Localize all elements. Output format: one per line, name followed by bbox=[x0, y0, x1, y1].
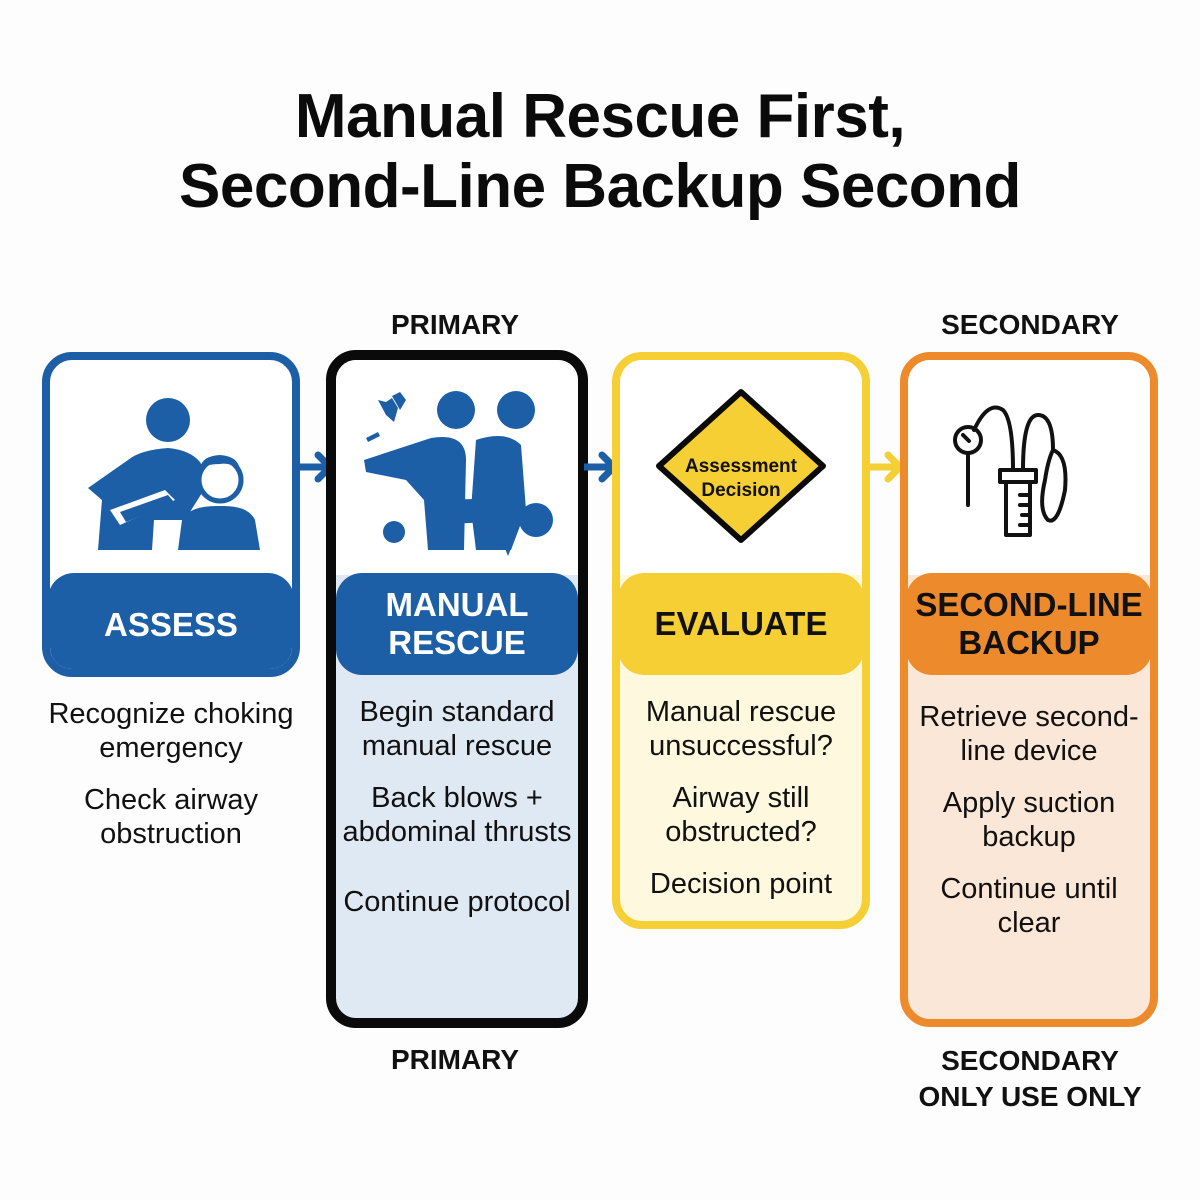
title-line-1: Manual Rescue First, bbox=[294, 82, 906, 151]
secondary-bottom-label: SECONDARY ONLY USE ONLY bbox=[918, 1045, 1142, 1112]
diagram-title: Manual Rescue First, Second-Line Backup … bbox=[0, 82, 1200, 222]
step-description-assess: Recognize choking emergency Check airway… bbox=[42, 697, 300, 869]
step-title-manual-rescue: MANUAL RESCUE bbox=[336, 573, 578, 675]
title-line-2: Second-Line Backup Second bbox=[179, 152, 1021, 221]
diamond-text-line-2: Decision bbox=[701, 480, 781, 501]
diamond-text-line-1: Assessment bbox=[685, 456, 797, 477]
primary-bottom-label: PRIMARY bbox=[390, 1044, 520, 1075]
secondary-top-label: SECONDARY bbox=[941, 309, 1119, 340]
step-card-evaluate: Assessment Decision EVALUATE Manual resc… bbox=[612, 352, 870, 929]
step-title-evaluate: EVALUATE bbox=[620, 573, 862, 675]
primary-top-label: PRIMARY bbox=[390, 309, 520, 340]
decision-diamond-icon: Assessment Decision bbox=[620, 360, 862, 575]
caregiver-child-icon bbox=[50, 360, 292, 575]
step-line: Airway still obstructed? bbox=[665, 782, 817, 848]
step-line: Manual rescue unsuccessful? bbox=[645, 696, 837, 762]
step-title-second-line-backup: SECOND-LINE BACKUP bbox=[908, 573, 1150, 675]
step-title-assess: ASSESS bbox=[50, 573, 292, 669]
step-description-manual-rescue: Begin standard manual rescue Back blows … bbox=[336, 695, 578, 937]
step-line: Check airway obstruction bbox=[83, 784, 259, 850]
step-line: Recognize choking emergency bbox=[48, 698, 294, 764]
step-line: Decision point bbox=[649, 868, 833, 900]
step-card-second-line-backup: SECOND-LINE BACKUP Retrieve second-line … bbox=[900, 352, 1158, 1027]
step-line: Continue protocol bbox=[343, 886, 571, 918]
step-line: Continue until clear bbox=[940, 873, 1118, 939]
suction-device-icon bbox=[908, 360, 1150, 575]
step-line: Back blows + abdominal thrusts bbox=[342, 782, 572, 848]
step-description-second-line-backup: Retrieve second-line device Apply suctio… bbox=[908, 700, 1150, 958]
step-description-evaluate: Manual rescue unsuccessful? Airway still… bbox=[620, 695, 862, 919]
step-line: Apply suction backup bbox=[942, 787, 1116, 853]
step-line: Begin standard manual rescue bbox=[359, 696, 555, 762]
step-card-assess: ASSESS bbox=[42, 352, 300, 677]
step-card-manual-rescue: MANUAL RESCUE Begin standard manual resc… bbox=[326, 350, 588, 1028]
step-line: Retrieve second-line device bbox=[919, 701, 1139, 767]
back-blows-abdominal-thrusts-icon bbox=[336, 360, 578, 575]
